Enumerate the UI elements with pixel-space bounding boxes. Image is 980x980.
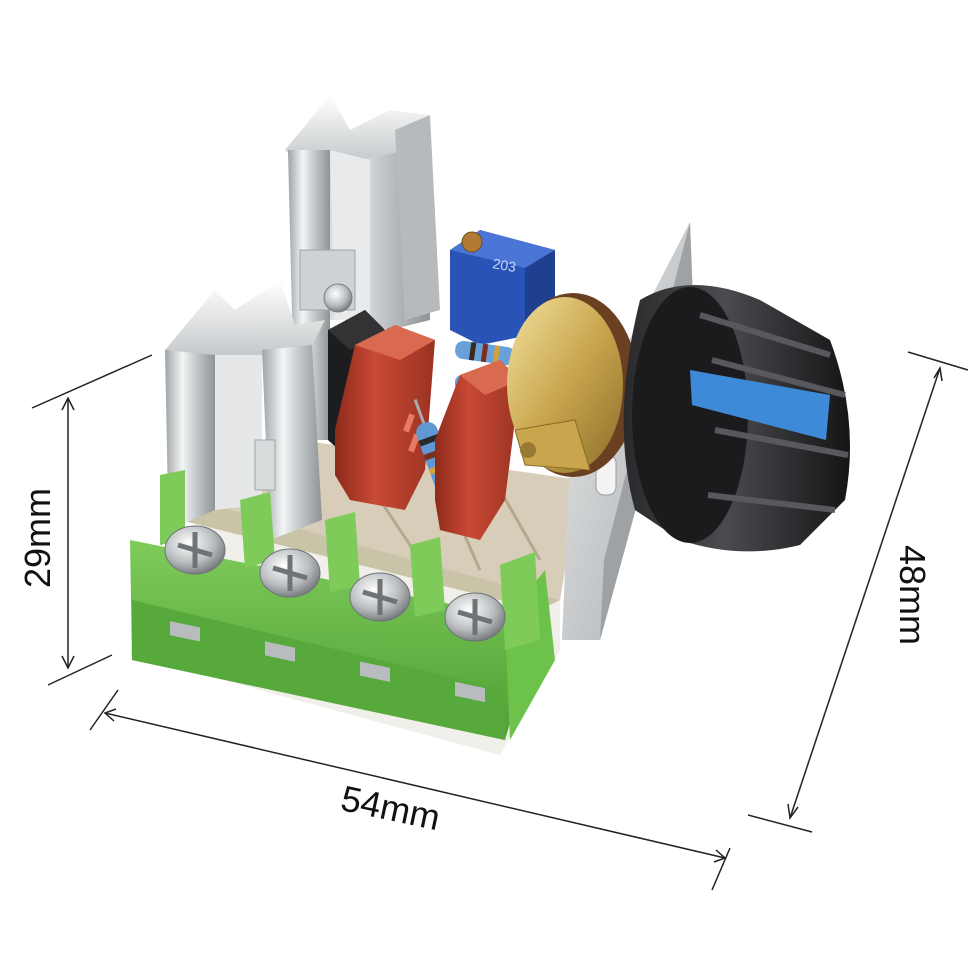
width-dimension-label: 54mm <box>337 777 443 838</box>
terminal-screw-3 <box>349 572 411 622</box>
black-control-knob <box>623 285 850 552</box>
width-dimension <box>89 689 731 891</box>
rear-heatsink <box>285 95 440 440</box>
terminal-screw-2 <box>259 548 321 598</box>
trimmer-marking: 203 <box>491 255 517 275</box>
terminal-screw-4 <box>444 592 506 642</box>
brass-potentiometer <box>507 293 638 477</box>
depth-dimension <box>747 351 969 833</box>
height-dimension <box>31 354 153 686</box>
depth-dimension-label: 48mm <box>892 545 933 645</box>
blue-trimmer-potentiometer: 203 <box>450 230 555 345</box>
red-capacitor-right <box>435 360 520 540</box>
terminal-screw-1 <box>164 525 226 575</box>
height-dimension-label: 29mm <box>17 488 58 588</box>
resistor-top <box>455 340 515 366</box>
red-capacitor-left <box>335 325 435 510</box>
terminal-block <box>130 470 555 740</box>
